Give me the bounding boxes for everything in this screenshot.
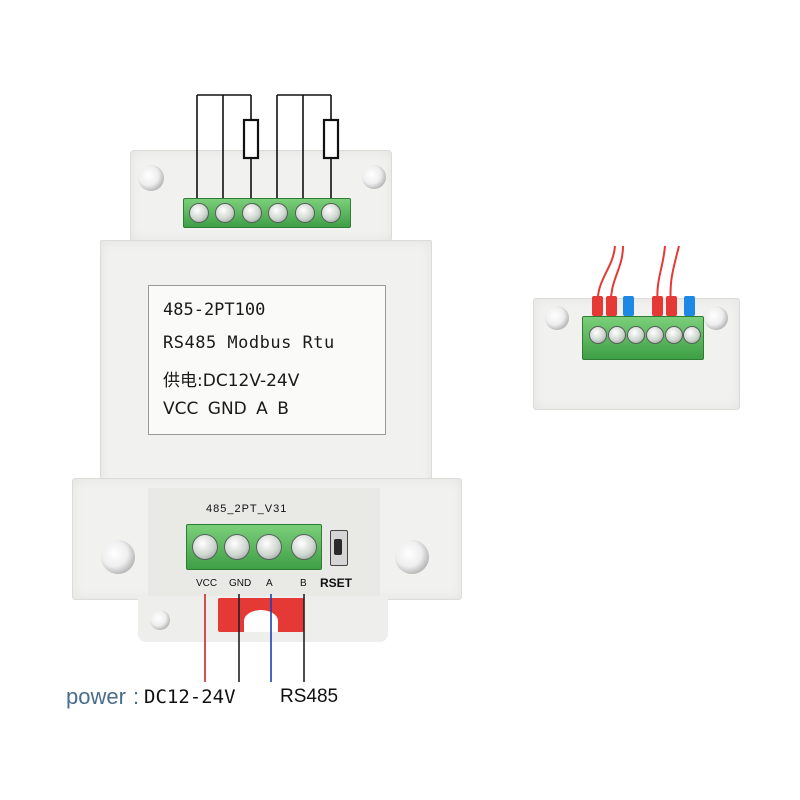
- bottom-left-mount-hole: [101, 540, 135, 574]
- pt100-wiring-diagram: [196, 94, 340, 210]
- rs485-caption: RS485: [280, 686, 339, 707]
- power-caption-label: power: [66, 684, 126, 709]
- module-label: 485-2PT100 RS485 Modbus Rtu 供电:DC12V-24V…: [148, 285, 386, 435]
- bottom-right-mount-hole: [395, 540, 429, 574]
- inset-red-sleeve: [592, 296, 603, 316]
- b-terminal-screw[interactable]: [291, 534, 317, 560]
- inset-terminal-screw[interactable]: [646, 326, 664, 344]
- inset-terminal-screw[interactable]: [627, 326, 645, 344]
- power-caption-separator: :: [133, 684, 140, 709]
- inset-terminal-screw[interactable]: [665, 326, 683, 344]
- inset-red-sleeve: [652, 296, 663, 316]
- inset-red-sleeve: [666, 296, 677, 316]
- a-terminal-screw[interactable]: [256, 534, 282, 560]
- label-model: 485-2PT100: [163, 300, 266, 320]
- bottom-tab-mount-hole: [150, 610, 170, 630]
- top-terminal-screw[interactable]: [189, 203, 209, 223]
- top-terminal-screw[interactable]: [268, 203, 288, 223]
- inset-blue-sleeve: [623, 296, 634, 316]
- inset-left-mount-hole: [545, 306, 569, 330]
- top-terminal-screw[interactable]: [242, 203, 262, 223]
- resistor-icon: [322, 118, 340, 160]
- inset-right-mount-hole: [704, 306, 728, 330]
- red-latch-tab: [218, 598, 304, 632]
- inset-blue-sleeve: [684, 296, 695, 316]
- top-left-mount-hole: [138, 165, 164, 191]
- a-silkscreen: A: [266, 578, 273, 589]
- top-terminal-screw[interactable]: [321, 203, 341, 223]
- label-pinout: VCC GND A B: [163, 399, 289, 419]
- top-right-mount-hole: [362, 165, 386, 189]
- tactile-button-icon[interactable]: [330, 530, 348, 566]
- inset-photo: [528, 240, 743, 410]
- inset-red-sleeve: [606, 296, 617, 316]
- vcc-terminal-screw[interactable]: [192, 534, 218, 560]
- inset-terminal-screw[interactable]: [683, 326, 701, 344]
- top-terminal-screw[interactable]: [215, 203, 235, 223]
- top-terminal-screw[interactable]: [295, 203, 315, 223]
- power-caption-value: DC12-24V: [144, 686, 236, 708]
- board-model-silkscreen: 485_2PT_V31: [206, 503, 288, 515]
- b-silkscreen: B: [300, 578, 307, 589]
- inset-terminal-screw[interactable]: [589, 326, 607, 344]
- vcc-silkscreen: VCC: [196, 578, 218, 589]
- gnd-terminal-screw[interactable]: [224, 534, 250, 560]
- label-protocol: RS485 Modbus Rtu: [163, 333, 335, 353]
- inset-terminal-screw[interactable]: [608, 326, 626, 344]
- gnd-silkscreen: GND: [229, 578, 252, 589]
- reset-silkscreen: RSET: [320, 576, 353, 590]
- resistor-icon: [242, 118, 260, 160]
- supply-bus-wires: [204, 594, 305, 682]
- label-power-supply: 供电:DC12V-24V: [163, 371, 300, 391]
